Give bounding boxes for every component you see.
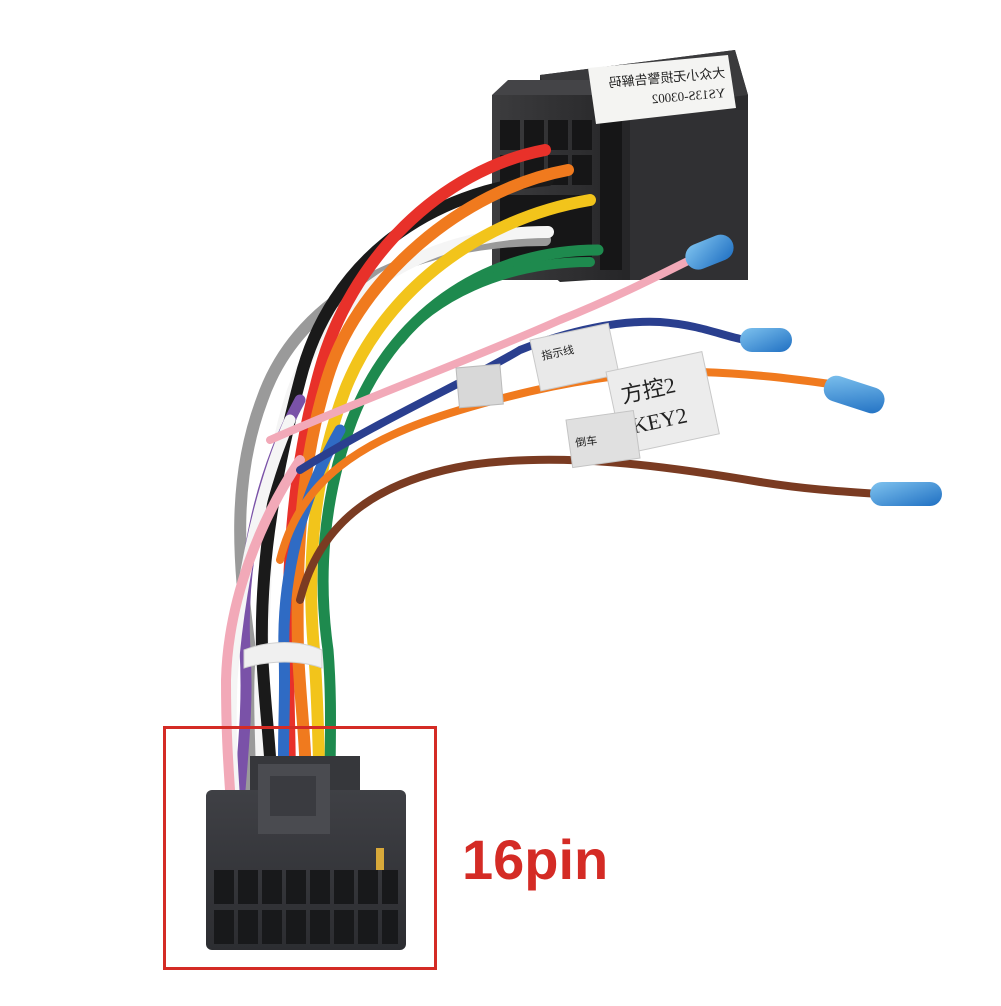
connector-pin-cavities (214, 870, 398, 944)
blue-cap-icon (685, 234, 734, 270)
bottom-connector-16pin (206, 756, 406, 950)
wire-tags: 指示线 方控2 KEY2 倒车 (455, 322, 720, 469)
connector-highlight-box (163, 726, 437, 970)
blue-cap-icon (870, 482, 942, 506)
cable-tie (243, 642, 323, 669)
tag-text-b: 倒车 (574, 433, 598, 450)
blue-cap-icon (823, 375, 885, 414)
blue-cap-icon (740, 328, 792, 352)
connector-sticker (588, 55, 736, 124)
blue-wire-caps (685, 234, 942, 506)
top-connector: 大众小无损警告解码 YS13S-03002 (492, 50, 748, 282)
wire-bundle (220, 144, 604, 796)
pin-count-label: 16pin (462, 828, 609, 891)
sticker-line-2: YS13S-03002 (651, 85, 726, 106)
